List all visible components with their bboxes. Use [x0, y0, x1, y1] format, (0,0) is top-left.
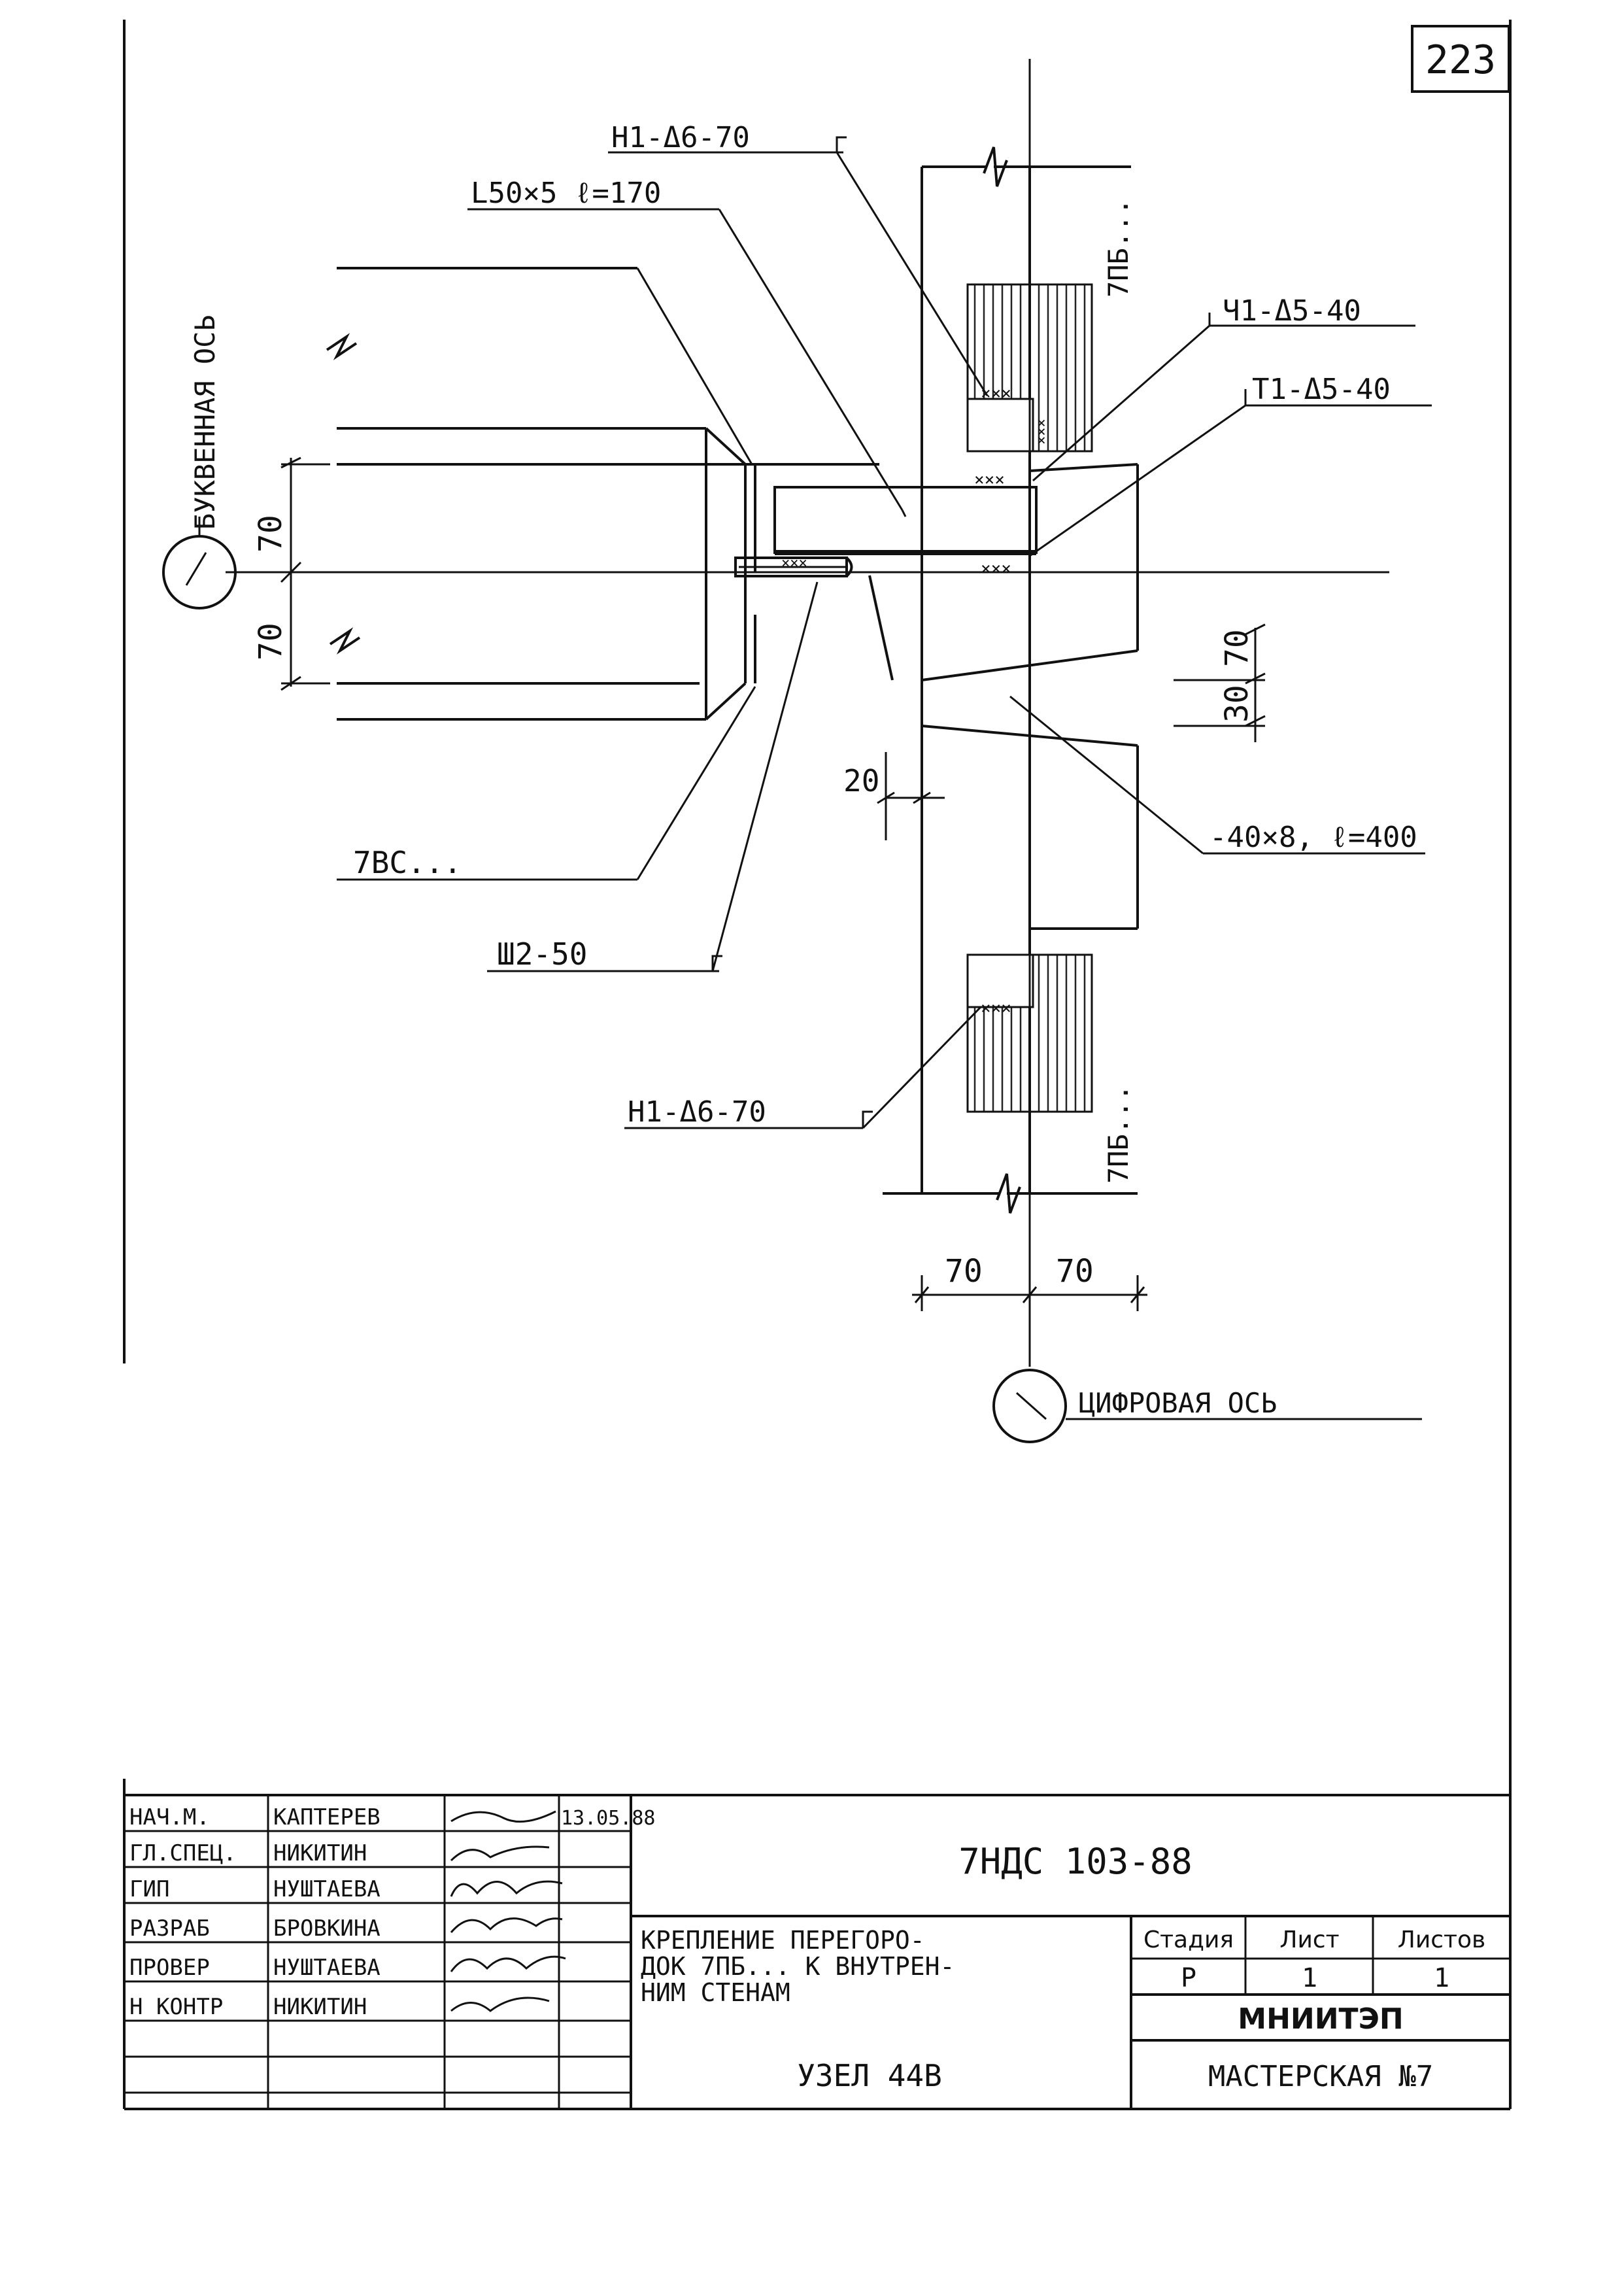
sheets-value: 1 — [1434, 1963, 1449, 1993]
digit-axis-marker — [992, 1369, 1422, 1443]
title-block-grid — [124, 1794, 1510, 2109]
node-label: УЗЕЛ 44В — [797, 2058, 942, 2093]
angle-l50x5: ××× ××× — [773, 470, 1038, 579]
sheets-label: Листов — [1398, 1927, 1485, 1953]
wall-end — [752, 463, 894, 681]
callout-ch1-d5-40: Ч1-Δ5-40 — [1223, 294, 1361, 328]
document-code: 7НДС 103-88 — [958, 1841, 1193, 1882]
role-gip: ГИП — [129, 1876, 169, 1902]
dim-70-bottom-left: 70 — [945, 1253, 983, 1290]
callout-angle: L50×5 ℓ=170 — [471, 177, 661, 210]
callout-leaders — [337, 136, 1432, 1129]
name-brovkina: БРОВКИНА — [273, 1915, 381, 1942]
svg-text:×××: ××× — [781, 555, 807, 572]
sheet-frame — [123, 20, 1512, 2110]
callout-plate: -40×8, ℓ=400 — [1210, 821, 1417, 854]
letter-axis-label: БУКВЕННАЯ ОСЬ — [189, 315, 221, 530]
callout-n1-d6-70-bottom: Н1-Δ6-70 — [628, 1095, 766, 1129]
svg-text:×××: ××× — [981, 559, 1011, 579]
title-line-3: НИМ СТЕНАМ — [641, 1978, 790, 2007]
callout-t1-d5-40: Т1-Δ5-40 — [1252, 373, 1391, 406]
dim-20: 20 — [843, 763, 879, 798]
sheet-number-box: 223 — [1411, 25, 1510, 93]
name-nikitin-1: НИКИТИН — [273, 1840, 367, 1866]
sheet-label: Лист — [1279, 1927, 1339, 1953]
title-line-2: ДОК 7ПБ... К ВНУТРЕН- — [641, 1952, 955, 1981]
name-kapterev: КАПТЕРЕВ — [273, 1804, 381, 1830]
partition-7pb — [883, 146, 1139, 1214]
bolt-sh2-50 — [734, 557, 853, 577]
dim-70-lower: 70 — [252, 623, 289, 660]
svg-text:×××: ××× — [981, 999, 1011, 1018]
stage-label: Стадия — [1143, 1927, 1234, 1953]
callout-vs: 7ВС... — [353, 845, 462, 880]
digit-axis-label: ЦИФРОВАЯ ОСЬ — [1079, 1387, 1277, 1419]
signatures — [450, 1810, 566, 2012]
dim-70-bottom-right: 70 — [1056, 1253, 1094, 1290]
wall-7vs — [326, 267, 756, 721]
workshop: МАСТЕРСКАЯ №7 — [1208, 2060, 1433, 2093]
axis-lines — [226, 59, 1389, 1367]
role-nach-m: НАЧ.М. — [129, 1804, 210, 1830]
svg-text:×××: ××× — [1034, 419, 1050, 445]
organization: МНИИТЭП — [1238, 2002, 1403, 2036]
dimension-lines — [280, 456, 1266, 1311]
svg-text:×××: ××× — [974, 470, 1005, 490]
title-line-1: КРЕПЛЕНИЕ ПЕРЕГОРО- — [641, 1926, 925, 1955]
name-nikitin-2: НИКИТИН — [273, 1994, 367, 2020]
callout-upb-top: 7ПБ... — [1102, 198, 1134, 298]
sheet-number: 223 — [1425, 37, 1496, 83]
stage-value: Р — [1181, 1963, 1196, 1993]
dim-70-right: 70 — [1219, 629, 1255, 667]
name-nushtaeva-1: НУШТАЕВА — [273, 1876, 381, 1902]
name-nushtaeva-2: НУШТАЕВА — [273, 1955, 381, 1981]
role-gl-spec: ГЛ.СПЕЦ. — [129, 1840, 237, 1866]
dim-70-upper: 70 — [252, 515, 289, 553]
sheet-value: 1 — [1302, 1963, 1317, 1993]
role-razrab: РАЗРАБ — [129, 1915, 210, 1942]
dim-30: 30 — [1219, 685, 1255, 723]
callout-sh2-50: Ш2-50 — [497, 936, 587, 972]
callout-upb-bottom: 7ПБ... — [1102, 1084, 1134, 1184]
role-prover: ПРОВЕР — [129, 1955, 210, 1981]
callout-n1-d6-70-top: Н1-Δ6-70 — [611, 121, 750, 154]
letter-axis-marker — [162, 517, 237, 609]
approval-date: 13.05.88 — [561, 1807, 656, 1830]
role-n-kontr: Н КОНТР — [129, 1994, 223, 2020]
